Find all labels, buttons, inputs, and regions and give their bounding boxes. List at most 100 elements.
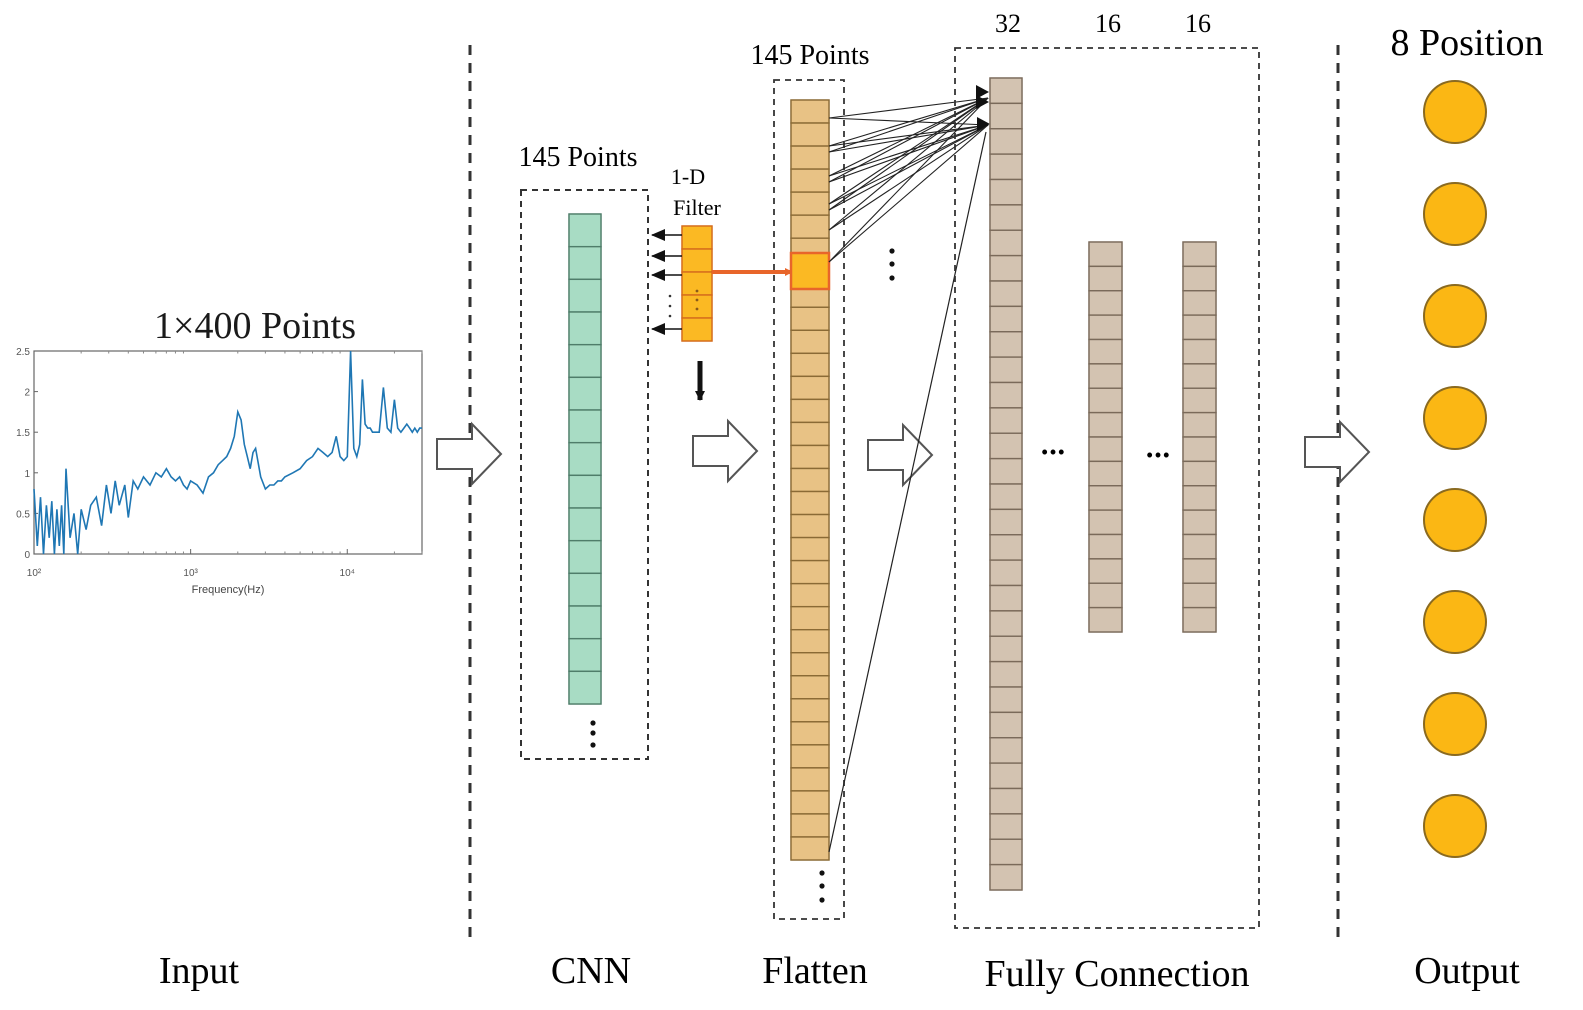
fc-layer-16-b [1182,241,1217,633]
flatten-cell [790,605,830,631]
connection-line [828,124,989,153]
cnn-cell [568,539,602,575]
fc32-cell [989,128,1023,155]
fc16a-cell [1088,485,1123,511]
output-node [1423,386,1487,450]
output-node [1423,80,1487,144]
chart-xlabel: Frequency(Hz) [192,584,265,596]
y-tick-label: 0 [24,550,30,561]
flatten-cell [790,145,830,170]
flow-arrow-cnn-to-flatten [692,418,759,484]
fc-size-16-a: 16 [1095,9,1121,38]
flatten-cell [790,721,830,746]
fc32-cell [989,762,1023,790]
fc32-cell [989,331,1023,358]
cnn-cell [568,441,602,477]
fc-layer-16-a [1088,241,1123,633]
flatten-cell [790,398,830,424]
cnn-cell [568,409,602,444]
fc16a-cell [1088,582,1123,609]
cnn-cell [568,670,602,705]
cnn-cell [568,507,602,542]
ellipsis-dot [668,304,672,308]
fc16b-cell [1182,582,1217,609]
ellipsis-dot [819,883,825,889]
y-tick-label: 0.5 [16,509,30,520]
fc16b-cell [1182,363,1217,389]
connection-line [828,97,989,205]
fc-group-box [954,47,1260,929]
stage-label-output: Output [1414,950,1520,992]
fc16b-cell [1182,436,1217,463]
y-tick-label: 2 [24,388,30,399]
flatten-cell [790,813,830,838]
cnn-cell [568,245,602,281]
fc-size-32: 32 [995,9,1021,38]
flatten-cell [790,836,830,861]
connection-line [828,124,989,263]
filter-cell [681,317,713,342]
flatten-cell [790,513,830,539]
fc16a-cell [1088,387,1123,414]
ellipsis-dot [819,870,825,876]
flatten-cell [790,375,830,401]
fc16b-cell [1182,509,1217,536]
ellipsis-dot [819,897,825,903]
fc32-cell [989,457,1023,485]
fc-ellipsis-1: ••• [1042,442,1067,462]
flatten-group-box [773,79,845,920]
cnn-cell [568,572,602,607]
fc32-cell [989,178,1023,206]
fc16b-cell [1182,606,1217,633]
fc32-cell [989,813,1023,840]
flatten-cell [790,122,830,147]
flatten-cell [790,490,830,516]
flatten-highlight-cell [789,251,831,291]
output-node [1423,794,1487,858]
fc32-cell [989,381,1023,409]
x-tick-label: 10² [27,568,42,579]
flatten-cell [790,421,830,447]
flatten-cell [790,767,830,792]
ellipsis-dot [889,261,895,267]
fc32-cell [989,77,1023,105]
input-header: 1×400 Points [154,305,356,347]
fc32-cell [989,635,1023,663]
output-header: 8 Position [1390,22,1543,64]
ellipsis-dot [590,720,596,726]
flatten-cell [790,352,830,378]
filter-label-line1: 1-D [671,164,705,189]
fc32-cell [989,838,1023,866]
connection-line [828,124,989,147]
stage-label-fully-connection: Fully Connection [985,953,1250,995]
stage-label-flatten: Flatten [762,950,868,992]
fc32-cell [989,863,1023,891]
fc16b-cell [1182,533,1217,560]
output-node [1423,692,1487,756]
cnn-group-box [520,189,649,760]
filter-label-line2: Filter [673,195,721,220]
fc16a-cell [1088,411,1123,438]
flatten-header: 145 Points [750,40,869,71]
fc32-cell [989,254,1023,282]
cnn-cell [568,278,602,313]
fc16b-cell [1182,411,1217,438]
fc32-cell [989,534,1023,561]
output-node [1423,284,1487,348]
connection-arrowhead [976,95,989,109]
fc32-cell [989,229,1023,257]
stage-label-input: Input [159,950,240,992]
connection-line [828,97,989,147]
fc16a-cell [1088,314,1123,341]
ellipsis-dot [590,730,596,736]
flatten-column [790,99,830,861]
fc-size-16-b: 16 [1185,9,1211,38]
fc16a-cell [1088,533,1123,560]
filter-cell [681,248,713,273]
fc32-cell [989,559,1023,587]
fc32-cell [989,305,1023,333]
fc16a-cell [1088,460,1123,487]
fc32-cell [989,102,1023,130]
fc16b-cell [1182,241,1217,268]
fc32-cell [989,432,1023,460]
